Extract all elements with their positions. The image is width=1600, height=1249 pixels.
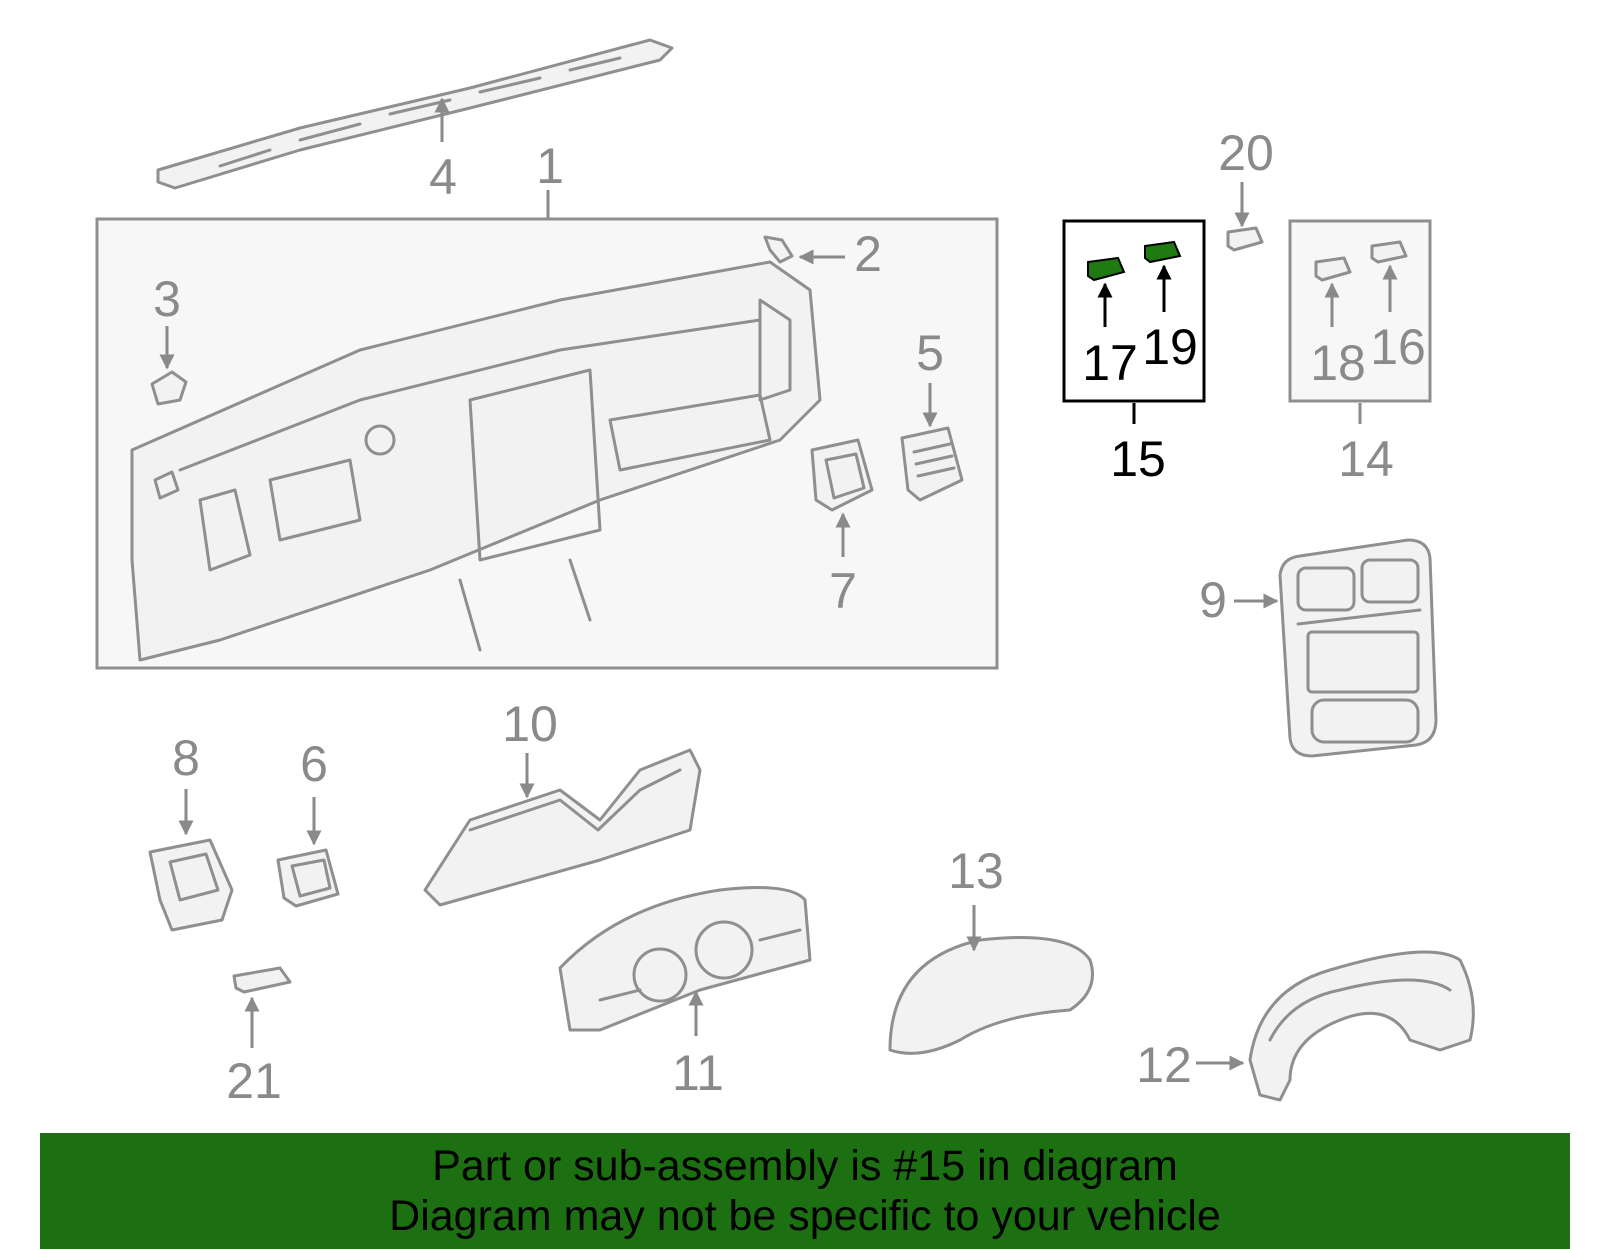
callout-21: 21 xyxy=(226,1053,282,1109)
part-11-instrument-cluster[interactable] xyxy=(558,886,812,1032)
part-18-switch[interactable] xyxy=(1314,256,1352,282)
part-5-vent[interactable] xyxy=(900,426,964,502)
part-8-vent[interactable] xyxy=(148,838,234,932)
part-17-switch[interactable] xyxy=(1087,256,1126,282)
part-9-center-bezel[interactable] xyxy=(1278,538,1438,758)
part-2-clip[interactable] xyxy=(763,235,794,264)
part-15-box[interactable] xyxy=(1062,219,1206,403)
callout-8: 8 xyxy=(172,730,200,786)
banner-line-1: Part or sub-assembly is #15 in diagram xyxy=(432,1142,1178,1190)
callout-6: 6 xyxy=(300,736,328,792)
part-3-cap[interactable] xyxy=(150,370,188,406)
callout-5: 5 xyxy=(916,325,944,381)
callout-9: 9 xyxy=(1199,572,1227,628)
callout-2: 2 xyxy=(854,226,882,282)
callout-7: 7 xyxy=(829,563,857,619)
part-12-cluster-bezel[interactable] xyxy=(1248,950,1475,1102)
callout-14: 14 xyxy=(1338,431,1394,487)
callout-15: 15 xyxy=(1110,431,1166,487)
part-21-clip[interactable] xyxy=(232,966,292,994)
callout-17: 17 xyxy=(1082,335,1138,391)
part-7-vent[interactable] xyxy=(810,438,874,512)
part-1-instrument-panel[interactable] xyxy=(130,260,822,662)
part-10-trim-panel[interactable] xyxy=(423,748,702,907)
part-16-switch[interactable] xyxy=(1370,240,1408,264)
banner-line-2: Diagram may not be specific to your vehi… xyxy=(389,1192,1221,1240)
callout-3: 3 xyxy=(153,271,181,327)
part-19-switch[interactable] xyxy=(1144,240,1182,264)
callout-1: 1 xyxy=(536,138,564,194)
part-4-defroster-grille[interactable] xyxy=(156,38,674,190)
part-6-vent[interactable] xyxy=(276,848,340,908)
callout-12: 12 xyxy=(1136,1037,1192,1093)
callout-20: 20 xyxy=(1218,125,1274,181)
callout-19: 19 xyxy=(1142,319,1198,375)
part-14-box[interactable] xyxy=(1288,219,1432,403)
callout-10: 10 xyxy=(502,696,558,752)
callout-16: 16 xyxy=(1370,319,1426,375)
callout-18: 18 xyxy=(1310,335,1366,391)
notice-banner: Part or sub-assembly is #15 in diagram D… xyxy=(40,1133,1570,1249)
part-20-switch[interactable] xyxy=(1226,226,1264,252)
callout-11: 11 xyxy=(672,1045,724,1101)
part-13-lens[interactable] xyxy=(888,936,1094,1055)
callout-13: 13 xyxy=(948,843,1004,899)
callout-4: 4 xyxy=(429,149,457,205)
